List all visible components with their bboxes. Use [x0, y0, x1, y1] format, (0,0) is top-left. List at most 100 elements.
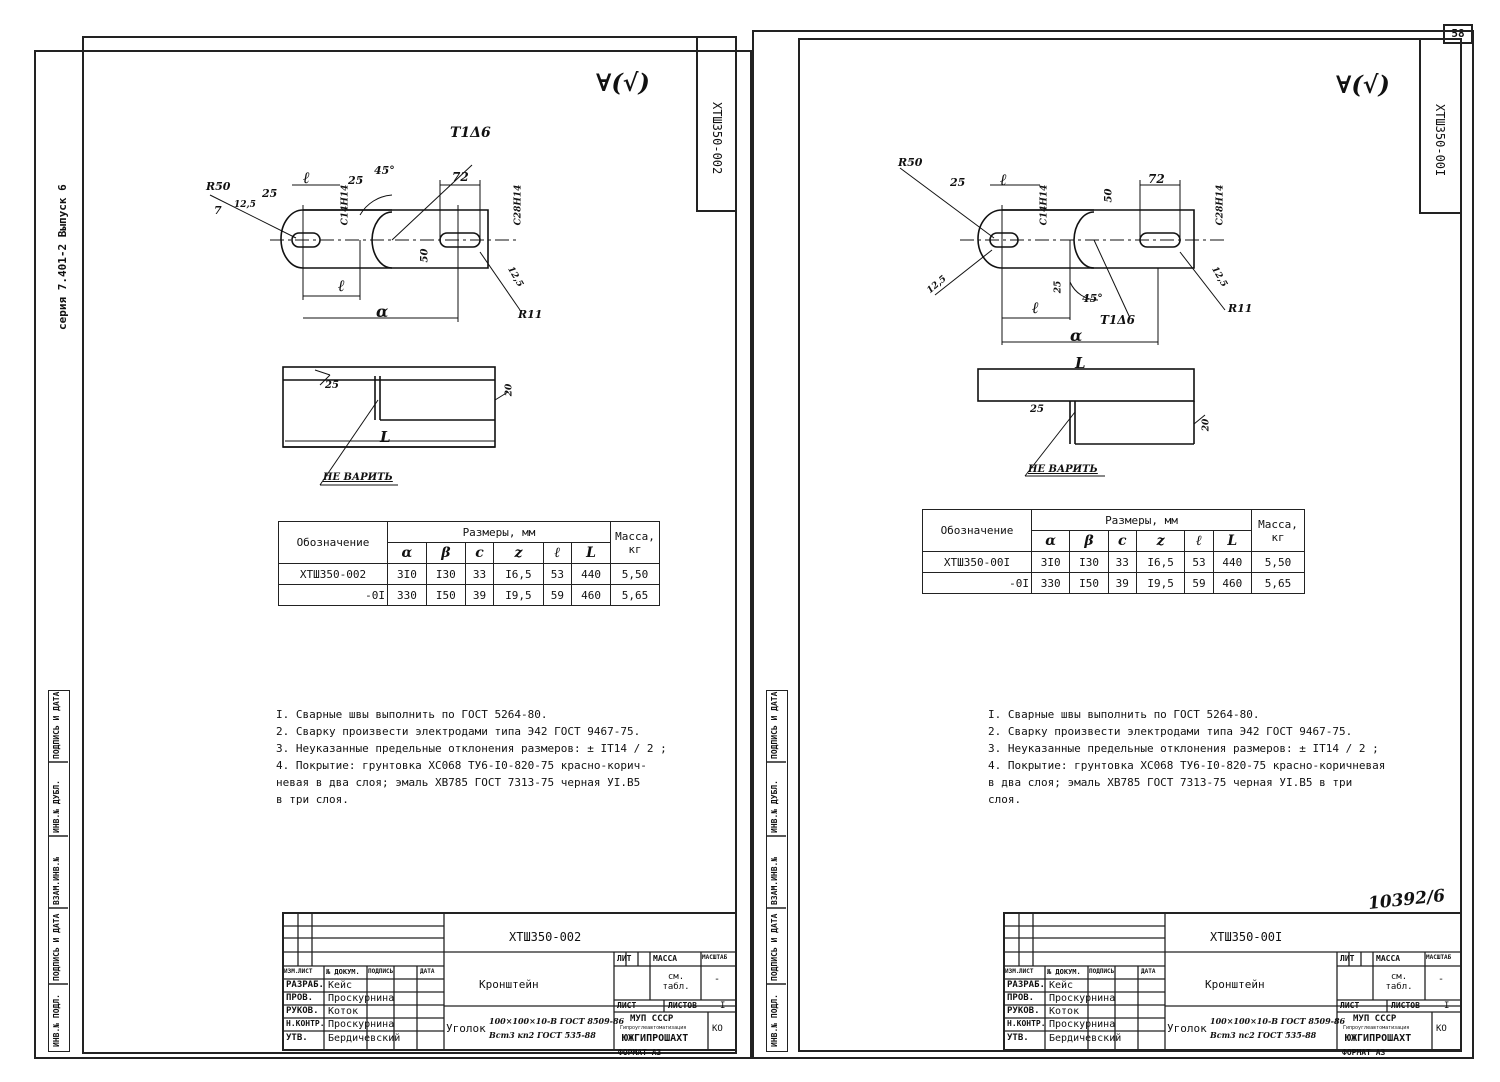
cell: 330	[1030, 572, 1071, 594]
spec-table-2: Обозначение Размеры, мм Масса, кг α β c …	[922, 509, 1305, 594]
note-line: в три слоя.	[276, 793, 349, 806]
cell: I6,5	[1135, 551, 1186, 573]
person: Кейс	[328, 980, 353, 991]
cell: 440	[1212, 551, 1253, 573]
header-sign: ПОДПИСЬ	[368, 968, 394, 975]
header-list: ЛИСТ	[298, 968, 313, 975]
cell: -0I	[278, 584, 388, 606]
mass-label: МАССА	[1376, 954, 1401, 963]
header-list: ЛИСТ	[1019, 968, 1034, 975]
note-line: I. Сварные швы выполнить по ГОСТ 5264-80…	[988, 708, 1260, 721]
person: Проскурнина	[328, 993, 395, 1004]
dim-25b: 25	[348, 174, 364, 187]
sheets-value: I	[1444, 1001, 1450, 1011]
header-izm: ИЗМ.	[1005, 968, 1020, 975]
cell: I9,5	[493, 584, 544, 606]
drawing-sheet-2	[752, 30, 1474, 1059]
header-izm: ИЗМ.	[284, 968, 299, 975]
title-block-code: ХТШ350-002	[509, 930, 582, 944]
col-a: α	[1030, 530, 1071, 552]
sheet-label: ЛИСТ	[617, 1001, 637, 1010]
note-line: невая в два слоя; эмаль ХВ785 ГОСТ 7313-…	[276, 776, 641, 789]
material-label: Уголок	[1167, 1022, 1207, 1035]
cell: 39	[1107, 572, 1137, 594]
mass-value: см. табл.	[662, 972, 690, 992]
dim-a: α	[376, 302, 389, 321]
org-institute: Гипроуглеавтоматизация	[1343, 1025, 1410, 1031]
sheets-label: ЛИСТОВ	[1391, 1001, 1420, 1010]
sheet-label: ЛИСТ	[1340, 1001, 1360, 1010]
col-z: z	[1135, 530, 1186, 552]
dim-25: 25	[262, 187, 278, 200]
col-l: ℓ	[1184, 530, 1214, 552]
note-line: в два слоя; эмаль ХВ785 ГОСТ 7313-75 чер…	[988, 776, 1353, 789]
org-ministry: МУП СССР	[1353, 1014, 1397, 1024]
dim-l: ℓ	[303, 168, 310, 187]
role: РУКОВ.	[1007, 1006, 1040, 1016]
title-block-code: ХТШ350-00I	[1210, 930, 1283, 944]
col-mass: Масса, кг	[610, 521, 660, 564]
person: Бердичевский	[328, 1033, 401, 1044]
dim-72: 72	[452, 170, 469, 184]
scale-value: -	[1438, 974, 1445, 985]
role: Н.КОНТР.	[286, 1019, 325, 1028]
dim-r11: R11	[518, 308, 543, 321]
lit-label: ЛИТ	[1340, 954, 1355, 963]
dim-r50: R50	[206, 180, 231, 193]
role: УТВ.	[286, 1033, 308, 1043]
org-branch: КО	[1436, 1024, 1447, 1034]
scale-label: МАСШТАБ	[702, 954, 728, 961]
cell: 460	[1212, 572, 1253, 594]
note-line: 4. Покрытие: грунтовка ХС068 ТУ6-I0-820-…	[276, 759, 647, 772]
cell: 33	[1107, 551, 1137, 573]
mass-label: МАССА	[653, 954, 678, 963]
dim-25c: 25	[1030, 404, 1044, 415]
cell: 59	[1184, 572, 1214, 594]
material-steel: Вст3 кп2 ГОСТ 535-88	[489, 1030, 596, 1040]
header-date: ДАТА	[1141, 968, 1156, 975]
technical-notes-2: I. Сварные швы выполнить по ГОСТ 5264-80…	[988, 706, 1385, 808]
cell: I30	[1069, 551, 1109, 573]
drawing-frame-1	[82, 36, 737, 1054]
role: Н.КОНТР.	[1007, 1019, 1046, 1028]
col-c: c	[1107, 530, 1137, 552]
cell: I50	[1069, 572, 1109, 594]
title-block-1: ХТШ350-002 Кронштейн Уголок 100×100×10-В…	[282, 912, 737, 1051]
dim-r11: R11	[1228, 302, 1253, 315]
cell: ХТШ350-00I	[922, 551, 1032, 573]
cell: 5,50	[610, 563, 660, 585]
cell: 5,50	[1251, 551, 1305, 573]
col-b: β	[1069, 530, 1109, 552]
note-line: 4. Покрытие: грунтовка ХС068 ТУ6-I0-820-…	[988, 759, 1386, 772]
note-line: 3. Неуказанные предельные отклонения раз…	[276, 742, 667, 755]
dim-L: L	[1075, 354, 1086, 372]
role: РУКОВ.	[286, 1006, 319, 1016]
dim-25b: 25	[1053, 280, 1064, 294]
note-line: 2. Сварку произвести электродами типа Э4…	[988, 725, 1353, 738]
drawing-code-box-1: ХТШ350-002	[696, 36, 737, 212]
table-row: -0I 330 I50 39 I9,5 59 460 5,65	[278, 584, 660, 606]
person: Коток	[1049, 1006, 1080, 1017]
col-sizes: Размеры, мм	[1031, 509, 1252, 531]
title-block-grid-1	[284, 914, 735, 1049]
col-designation: Обозначение	[922, 509, 1032, 552]
dim-25c: 25	[325, 380, 339, 391]
dim-t1a6: T1Δ6	[1100, 313, 1135, 327]
dim-45deg: 45°	[1082, 292, 1103, 305]
note-line: слоя.	[988, 793, 1022, 806]
role: УТВ.	[1007, 1033, 1029, 1043]
cell: 59	[542, 584, 573, 606]
cell: 5,65	[1251, 572, 1305, 594]
table-row: ХТШ350-00I 3I0 I30 33 I6,5 53 440 5,50	[922, 551, 1305, 573]
drawing-code-box-2: ХТШ350-00I	[1419, 38, 1462, 214]
table-row: -0I 330 I50 39 I9,5 59 460 5,65	[922, 572, 1305, 594]
col-mass: Масса, кг	[1251, 509, 1305, 552]
dim-45deg: 45°	[374, 164, 395, 177]
lit-label: ЛИТ	[617, 954, 632, 963]
header-date: ДАТА	[420, 968, 435, 975]
cell: 53	[1184, 551, 1214, 573]
header-sign: ПОДПИСЬ	[1089, 968, 1115, 975]
